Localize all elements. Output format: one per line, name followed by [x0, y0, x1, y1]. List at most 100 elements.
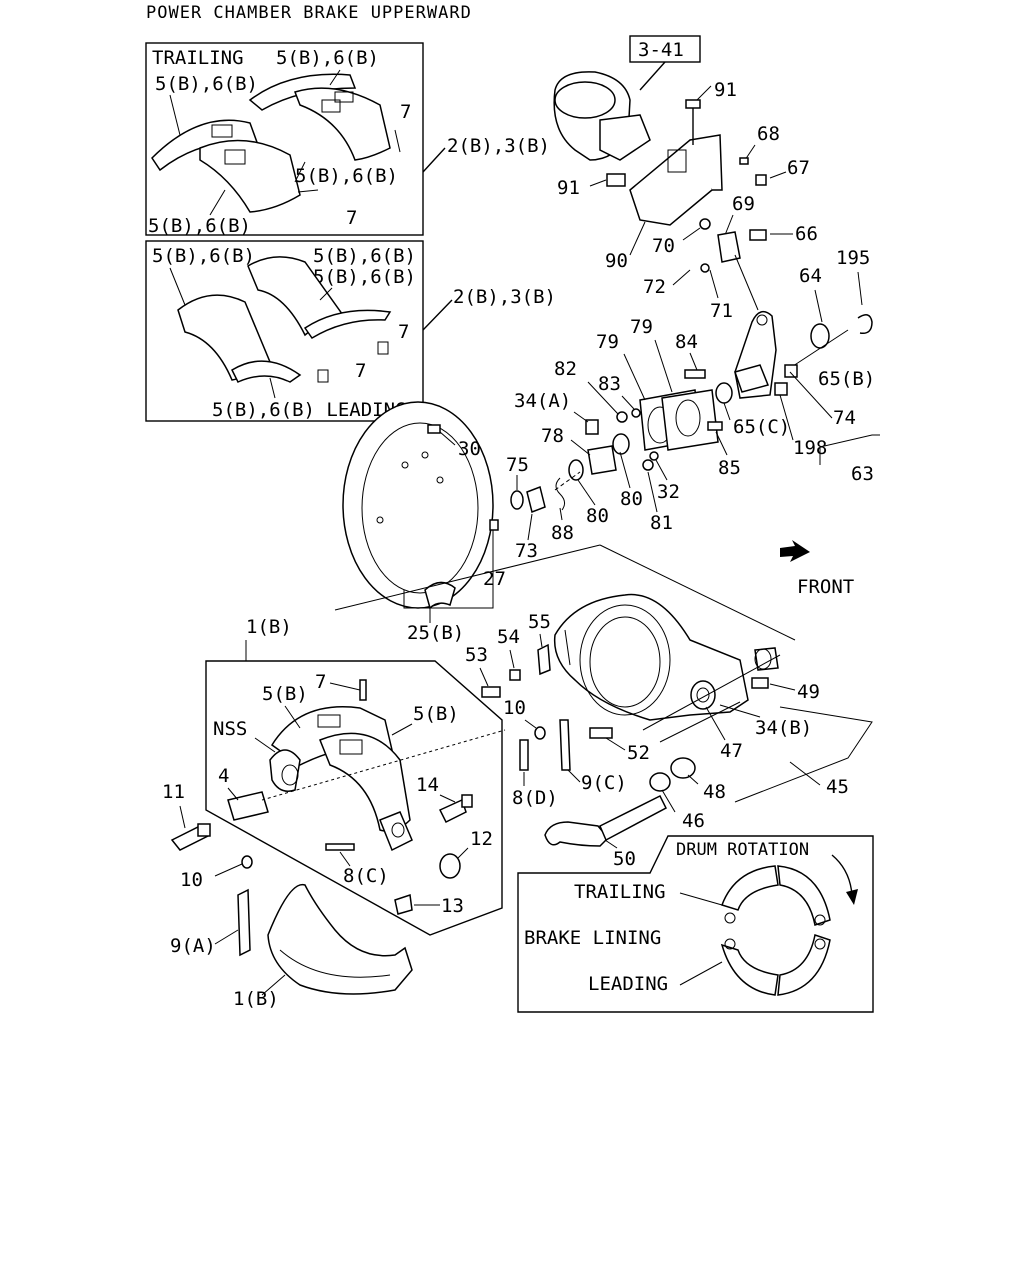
inset-rotation-leading: LEADING [588, 973, 668, 995]
callout-8c: 8(C) [343, 865, 389, 887]
callout-80b: 80 [586, 505, 609, 527]
callout-13: 13 [441, 895, 464, 917]
shoe-assembly [269, 679, 413, 852]
inset-leading-label-5: 7 [355, 360, 366, 382]
callout-1b-bot: 1(B) [233, 988, 279, 1010]
callout-2b3b-mid: 2(B),3(B) [453, 286, 556, 308]
callout-8d: 8(D) [512, 787, 558, 809]
inset-trailing-label-5: 5(B),6(B) [148, 215, 251, 237]
brake-spider-housing [553, 593, 779, 721]
dust-shield [342, 401, 499, 610]
callout-32: 32 [657, 481, 680, 503]
brake-shoe-bare [267, 883, 413, 995]
callout-64: 64 [799, 265, 822, 287]
callout-11: 11 [162, 781, 185, 803]
callout-91b: 91 [557, 177, 580, 199]
reference-label: 3-41 [638, 39, 684, 61]
callout-80a: 80 [620, 488, 643, 510]
inset-leading-label-4: 7 [398, 321, 409, 343]
callout-72: 72 [643, 276, 666, 298]
inset-rotation-heading: DRUM ROTATION [676, 840, 809, 860]
inset-leading-label-2: 5(B),6(B) [313, 245, 416, 267]
inset-rotation-trailing: TRAILING [574, 881, 666, 903]
callout-75: 75 [506, 454, 529, 476]
callout-71: 71 [710, 300, 733, 322]
callout-50: 50 [613, 848, 636, 870]
camshaft [544, 794, 667, 847]
callout-52: 52 [627, 742, 650, 764]
callout-12: 12 [470, 828, 493, 850]
callout-88: 88 [551, 522, 574, 544]
callout-48: 48 [703, 781, 726, 803]
callout-34a: 34(A) [514, 390, 571, 412]
callout-66: 66 [795, 223, 818, 245]
shoe-assembly-frame [205, 660, 503, 936]
callout-91a: 91 [714, 79, 737, 101]
callout-14: 14 [416, 774, 439, 796]
callout-74: 74 [833, 407, 856, 429]
rotation-arrow-icon [846, 889, 858, 905]
callout-83: 83 [598, 373, 621, 395]
callout-47: 47 [720, 740, 743, 762]
callout-54: 54 [497, 626, 520, 648]
inset-trailing-label-4: 5(B),6(B) [295, 165, 398, 187]
inset-trailing-shoes: TRAILING 5(B),6(B) 5(B),6(B) 7 5(B),6(B)… [145, 42, 424, 237]
inset-trailing-label-2: 5(B),6(B) [155, 73, 258, 95]
callout-195: 195 [836, 247, 870, 269]
callout-67: 67 [787, 157, 810, 179]
callout-78: 78 [541, 425, 564, 447]
inset-leading-footer: 5(B),6(B) LEADING [212, 399, 406, 421]
callout-9c: 9(C) [581, 772, 627, 794]
callout-49: 49 [797, 681, 820, 703]
callout-73: 73 [515, 540, 538, 562]
page-title: POWER CHAMBER BRAKE UPPERWARD [146, 3, 472, 23]
callout-34b: 34(B) [755, 717, 812, 739]
front-arrow-icon [780, 540, 810, 562]
callout-46: 46 [682, 810, 705, 832]
callout-4: 4 [218, 765, 229, 787]
callout-9a: 9(A) [170, 935, 216, 957]
callout-81: 81 [650, 512, 673, 534]
callout-90: 90 [605, 250, 628, 272]
callout-79b: 79 [630, 316, 653, 338]
inset-leading-label-3: 5(B),6(B) [313, 266, 416, 288]
power-chamber-assembly [553, 61, 723, 226]
inset-trailing-label-3: 7 [400, 101, 411, 123]
callout-45: 45 [826, 776, 849, 798]
callout-10a: 10 [503, 697, 526, 719]
callout-2b3b-top: 2(B),3(B) [447, 135, 550, 157]
front-label: FRONT [797, 576, 854, 598]
inset-trailing-label-6: 7 [346, 207, 357, 229]
callout-82: 82 [554, 358, 577, 380]
inset-trailing-label-1: 5(B),6(B) [276, 47, 379, 69]
callout-69: 69 [732, 193, 755, 215]
inset-trailing-heading: TRAILING [152, 47, 244, 69]
callout-10b: 10 [180, 869, 203, 891]
chamber-bracket-gasket [639, 389, 719, 451]
slack-adjuster [734, 310, 798, 399]
callout-84: 84 [675, 331, 698, 353]
callout-nss: NSS [213, 718, 247, 740]
callout-85: 85 [718, 457, 741, 479]
callout-53: 53 [465, 644, 488, 666]
inset-leading-label-1: 5(B),6(B) [152, 245, 255, 267]
callout-79a: 79 [596, 331, 619, 353]
callout-27: 27 [483, 568, 506, 590]
inset-leading-shoes: 5(B),6(B) 5(B),6(B) 5(B),6(B) 7 7 5(B),6… [145, 240, 424, 422]
callout-65b: 65(B) [818, 368, 875, 390]
callout-25b: 25(B) [407, 622, 464, 644]
inset-rotation-brake-lining: BRAKE LINING [524, 927, 661, 949]
callout-68: 68 [757, 123, 780, 145]
inset-drum-rotation: DRUM ROTATION TRAILING BRAKE LINING LEAD… [517, 835, 874, 1013]
callout-65c: 65(C) [733, 416, 790, 438]
callout-55: 55 [528, 611, 551, 633]
callout-5b-b: 5(B) [413, 703, 459, 725]
callout-1b-top: 1(B) [246, 616, 292, 638]
callout-5b-a: 5(B) [262, 683, 308, 705]
callout-63: 63 [851, 463, 874, 485]
callout-30: 30 [458, 438, 481, 460]
callout-70: 70 [652, 235, 675, 257]
callout-198: 198 [793, 437, 827, 459]
callout-7: 7 [315, 671, 326, 693]
